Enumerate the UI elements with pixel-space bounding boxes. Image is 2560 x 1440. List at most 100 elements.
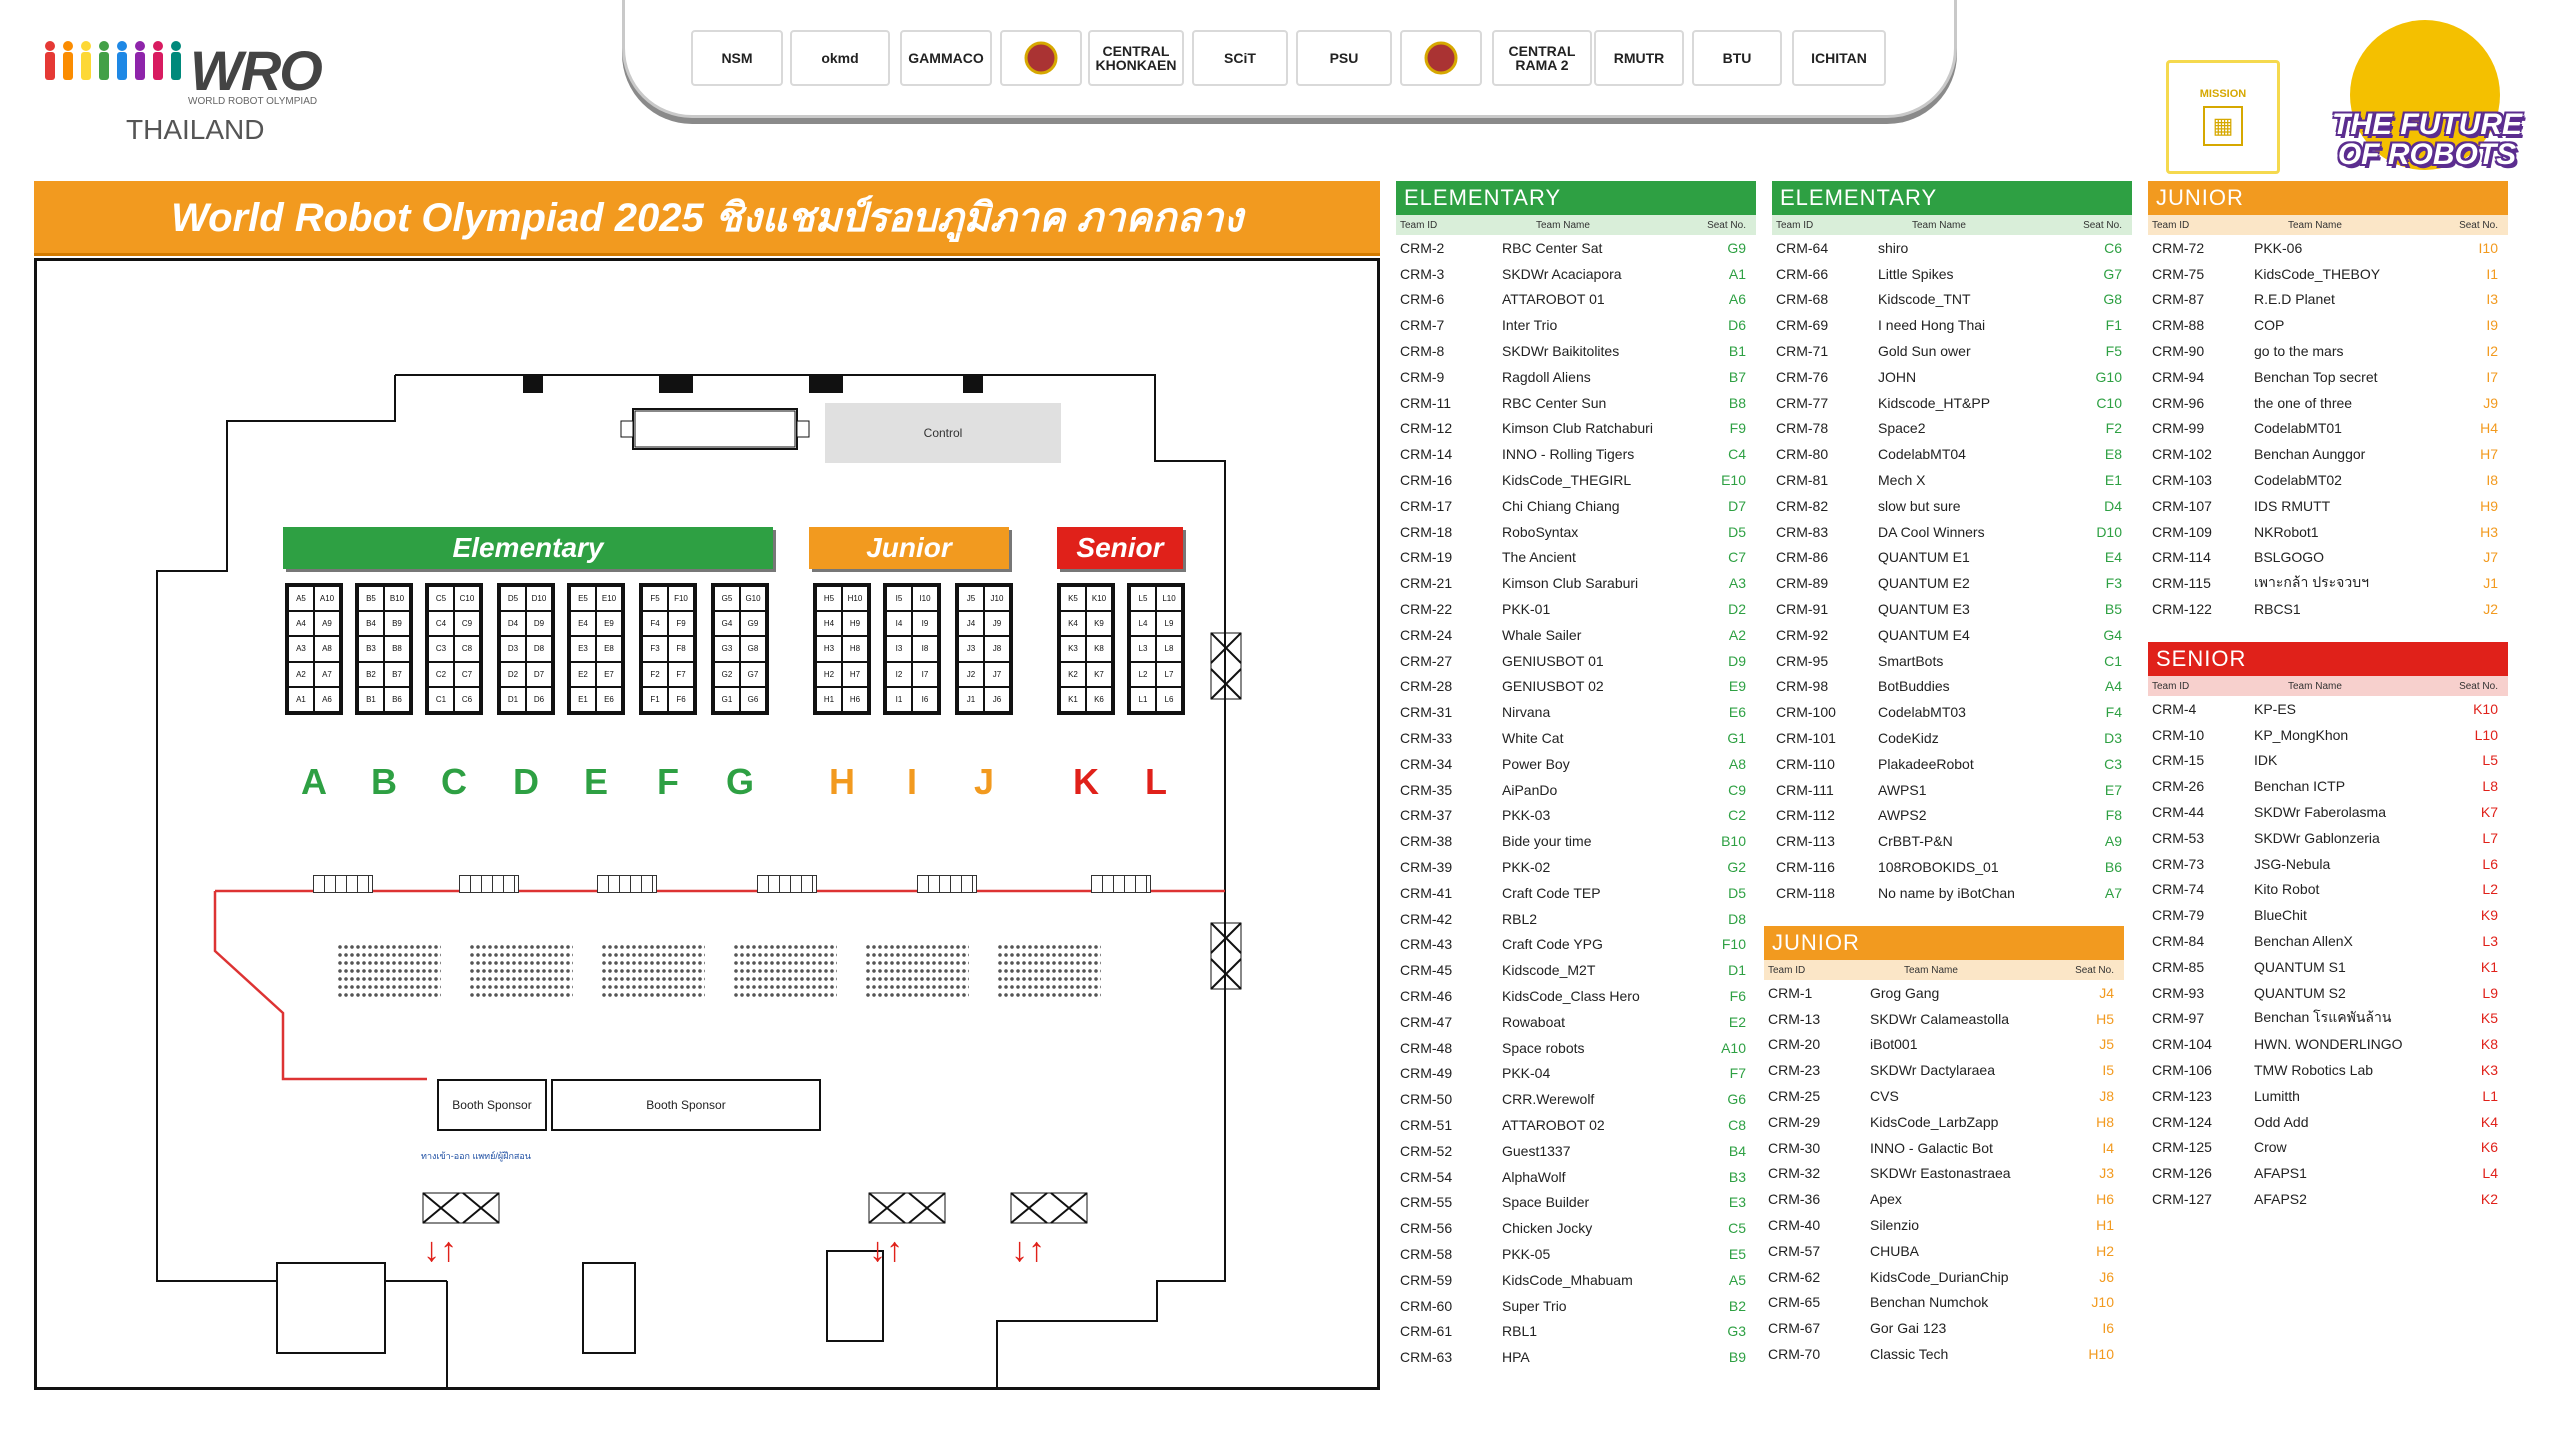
team-id: CRM-15 [2152, 752, 2205, 769]
seat-no: I4 [2102, 1139, 2114, 1156]
seat-no: G10 [2095, 368, 2122, 385]
team-name: HPA [1502, 1349, 1530, 1366]
seat: F1 [643, 687, 667, 711]
seat: K10 [1087, 587, 1111, 611]
seat-no: A6 [1728, 291, 1746, 308]
seat: D5 [501, 587, 525, 611]
seat-no: B10 [1721, 833, 1746, 850]
seat-no: F2 [2105, 420, 2122, 437]
seat-no: B2 [1728, 1297, 1746, 1314]
team-id: CRM-45 [1400, 962, 1453, 979]
team-id: CRM-68 [1776, 291, 1829, 308]
team-name: 108ROBOKIDS_01 [1878, 859, 1999, 876]
seat: D10 [527, 587, 551, 611]
team-name: Whale Sailer [1502, 626, 1582, 643]
seat: I1 [887, 687, 911, 711]
team-id: CRM-54 [1400, 1168, 1453, 1185]
seat-no: L3 [2482, 933, 2498, 950]
zone-banner-senior: Senior [1057, 527, 1183, 569]
control-area: Control [825, 403, 1061, 463]
seat-no: B1 [1728, 343, 1746, 360]
sponsor-logo: SCiT [1192, 30, 1288, 86]
audience-seating [733, 943, 837, 1001]
seat: L3 [1131, 637, 1155, 661]
seat: G4 [715, 612, 739, 636]
team-id: CRM-103 [2152, 472, 2212, 489]
team-name: QUANTUM E4 [1878, 626, 1970, 643]
seat-no: H2 [2096, 1242, 2114, 1259]
team-id: CRM-90 [2152, 343, 2205, 360]
col-header-team-id: Team ID [2152, 219, 2190, 231]
team-id: CRM-27 [1400, 652, 1453, 669]
team-name: KidsCode_DurianChip [1870, 1268, 2009, 1285]
team-id: CRM-44 [2152, 804, 2205, 821]
seat: H7 [843, 662, 867, 686]
team-id: CRM-25 [1768, 1088, 1821, 1105]
seat: D2 [501, 662, 525, 686]
title-bar: World Robot Olympiad 2025 ชิงแชมป์รอบภูม… [34, 181, 1380, 253]
team-name: TMW Robotics Lab [2254, 1062, 2374, 1079]
team-id: CRM-98 [1776, 678, 1829, 695]
team-name: Nirvana [1502, 704, 1551, 721]
team-id: CRM-61 [1400, 1323, 1453, 1340]
team-name: Gor Gai 123 [1870, 1320, 1947, 1337]
zone-letter: K [1073, 761, 1099, 802]
seat: C3 [429, 637, 453, 661]
seat: E4 [571, 612, 595, 636]
team-name: R.E.D Planet [2254, 291, 2335, 308]
team-name: CVS [1870, 1088, 1899, 1105]
seat-no: I6 [2102, 1320, 2114, 1337]
team-id: CRM-65 [1768, 1294, 1821, 1311]
seat: K5 [1061, 587, 1085, 611]
team-id: CRM-76 [1776, 368, 1829, 385]
seat-no: E8 [2104, 446, 2122, 463]
seat: E3 [571, 637, 595, 661]
mission-badge: MISSION ▦ [2166, 60, 2280, 174]
seat: F4 [643, 612, 667, 636]
seat: K6 [1087, 687, 1111, 711]
col-header-team-id: Team ID [1768, 964, 1806, 976]
team-id: CRM-46 [1400, 988, 1453, 1004]
sponsor-seal-icon [1400, 30, 1482, 86]
team-name: Inter Trio [1502, 317, 1558, 334]
team-id: CRM-80 [1776, 446, 1829, 463]
team-name: the one of three [2254, 394, 2353, 411]
team-name: Kimson Club Saraburi [1502, 575, 1639, 592]
team-name: iBot001 [1870, 1036, 1918, 1053]
seat-no: B4 [1728, 1142, 1746, 1159]
seat: G9 [741, 612, 765, 636]
seat: F3 [643, 637, 667, 661]
team-name: RBCS1 [2254, 601, 2301, 618]
seat-no: C2 [1728, 807, 1746, 824]
zone-letter: B [371, 761, 397, 802]
team-id: CRM-57 [1768, 1242, 1821, 1259]
team-id: CRM-88 [2152, 317, 2205, 334]
seat-no: L1 [2482, 1087, 2498, 1104]
team-name: Ragdoll Aliens [1502, 368, 1591, 385]
team-id: CRM-74 [2152, 881, 2205, 898]
